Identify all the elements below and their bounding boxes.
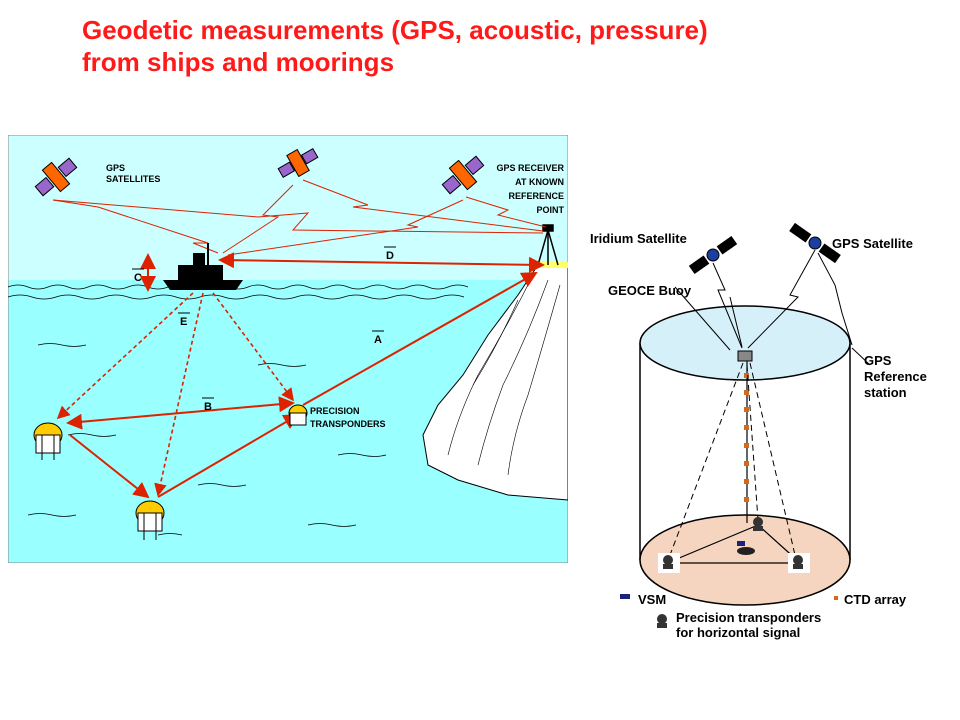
ship-icon <box>163 243 243 290</box>
gps-satellite-icon <box>34 157 78 197</box>
vsm-instrument <box>737 541 745 546</box>
legend-transponders-label-2: for horizontal signal <box>676 625 800 640</box>
gps-satellite-icon <box>441 155 485 195</box>
transponder-icon <box>753 517 763 531</box>
land-top <box>533 262 568 268</box>
transponder-bottom-icon <box>135 500 165 540</box>
vector-d-line <box>218 252 545 273</box>
transponder-left-icon <box>33 422 63 460</box>
legend-transponder-icon <box>657 614 667 628</box>
satellite-signals <box>712 249 853 349</box>
legend-ctd-swatch <box>834 596 838 600</box>
vector-b-line <box>66 396 295 430</box>
label-receiver-2: AT KNOWN <box>515 177 564 187</box>
legend-vsm-swatch <box>620 594 630 599</box>
dashed-acoustic-ranges <box>56 292 294 497</box>
bottom-disc <box>639 514 851 606</box>
vector-label-a: A <box>374 334 382 346</box>
label-gps-satellite: GPS Satellite <box>832 236 913 251</box>
sea-waves <box>8 284 469 536</box>
transponder-right-icon <box>288 404 308 426</box>
slide-title: Geodetic measurements (GPS, acoustic, pr… <box>82 14 708 78</box>
ctd-array <box>744 373 749 502</box>
vector-label-e: E <box>180 316 187 328</box>
slide-title-line-1: Geodetic measurements (GPS, acoustic, pr… <box>82 15 708 45</box>
vector-label-d: D <box>386 250 394 262</box>
vector-label-b: B <box>204 401 212 413</box>
slide-title-line-2: from ships and moorings <box>82 47 395 77</box>
legend-vsm-label: VSM <box>638 592 666 607</box>
transponder-icon <box>788 553 810 573</box>
coastal-cliff <box>422 264 568 501</box>
vector-label-c: C <box>134 272 142 284</box>
label-gps-reference-3: station <box>864 385 907 400</box>
iridium-satellite-icon <box>688 235 738 275</box>
water-column-cylinder <box>639 343 851 560</box>
top-disc <box>639 305 851 381</box>
legend-ctd-label: CTD array <box>844 592 907 607</box>
gps-satellite-icon <box>789 222 841 264</box>
label-receiver-1: GPS RECEIVER <box>496 163 564 173</box>
measurement-vectors <box>66 252 545 499</box>
gps-satellite-icon <box>277 147 319 179</box>
label-precision-1: PRECISION <box>310 406 360 416</box>
label-gps-reference-2: Reference <box>864 369 927 384</box>
label-receiver-4: POINT <box>536 205 564 215</box>
geoce-buoy-diagram: Iridium Satellite GPS Satellite GEOCE Bu… <box>590 222 927 640</box>
acoustic-links <box>669 362 796 556</box>
ship-mooring-diagram: GPS SATELLITES GPS RECEIVER AT KNOWN REF… <box>8 135 568 563</box>
label-iridium-satellite: Iridium Satellite <box>590 231 687 246</box>
geoce-buoy-icon <box>737 350 753 362</box>
seafloor-anchor <box>737 547 755 555</box>
label-receiver-3: REFERENCE <box>508 191 564 201</box>
label-geoce-buoy: GEOCE Buoy <box>608 283 692 298</box>
label-precision-2: TRANSPONDERS <box>310 419 386 429</box>
label-gps-satellites-2: SATELLITES <box>106 174 160 184</box>
vector-a-line <box>302 272 538 406</box>
label-gps-reference-1: GPS <box>864 353 892 368</box>
transponder-icon <box>658 553 680 573</box>
legend-transponders-label-1: Precision transponders <box>676 610 821 625</box>
label-gps-satellites-1: GPS <box>106 163 125 173</box>
